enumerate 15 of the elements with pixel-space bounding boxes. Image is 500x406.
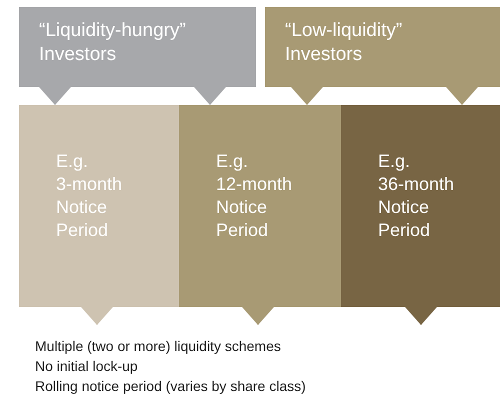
pointer-arrow	[405, 306, 437, 326]
pointer-arrow	[194, 86, 226, 106]
pointer-arrow	[81, 306, 113, 326]
pointer-arrow	[242, 306, 274, 326]
pointer-arrow	[446, 86, 478, 106]
feature-text: Multiple (two or more) liquidity schemes	[35, 337, 281, 356]
pointer-arrow	[291, 86, 323, 106]
investor-callout: “Liquidity-hungry” Investors	[19, 7, 256, 87]
notice-period-panel: E.g. 3-month Notice Period	[19, 105, 179, 307]
notice-period-panel: E.g. 12-month Notice Period	[179, 105, 341, 307]
investor-callout: “Low-liquidity” Investors	[265, 7, 500, 87]
feature-text: Rolling notice period (varies by share class)	[35, 377, 306, 396]
pointer-arrow	[39, 86, 71, 106]
notice-period-panel: E.g. 36-month Notice Period	[341, 105, 500, 307]
feature-text: No initial lock-up	[35, 357, 138, 376]
